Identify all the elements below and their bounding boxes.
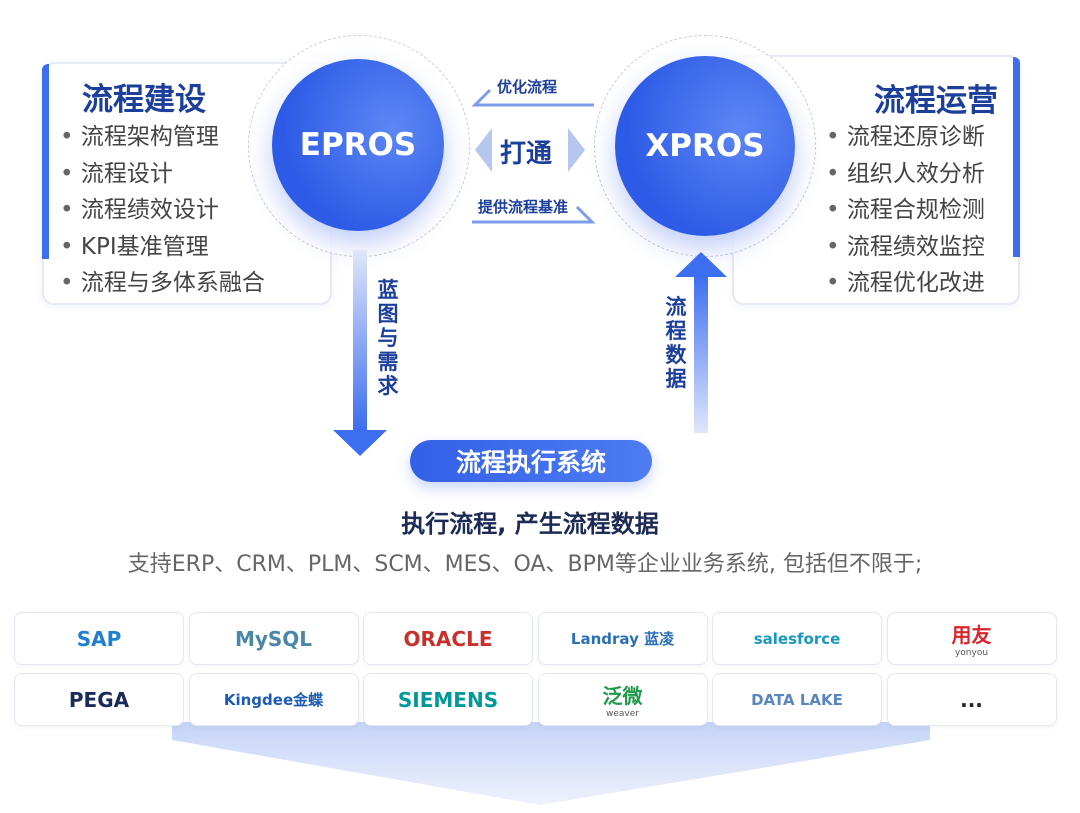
- logo-tile: SIEMENS: [363, 673, 533, 726]
- logo-text: SAP: [76, 626, 122, 651]
- logo-text: 用友: [951, 623, 992, 647]
- optimize-arrow: [471, 88, 594, 107]
- list-item: 流程绩效设计: [60, 192, 265, 229]
- baseline-arrow: [472, 205, 596, 224]
- logo-text: PEGA: [68, 687, 130, 712]
- list-item: 流程绩效监控: [826, 229, 985, 266]
- list-item: 流程还原诊断: [826, 119, 985, 156]
- logo-text: salesforce: [753, 629, 841, 648]
- process-data-label: 流程数据: [665, 295, 687, 391]
- up-arrow-shaft: [694, 275, 708, 433]
- execution-system-badge: 流程执行系统: [410, 440, 652, 482]
- list-item: 流程架构管理: [60, 119, 265, 156]
- accent-bar: [1013, 57, 1020, 257]
- accent-bar: [42, 64, 49, 259]
- execution-description: 支持ERP、CRM、PLM、SCM、MES、OA、BPM等企业业务系统, 包括但…: [127, 552, 923, 577]
- logo-subtext: weaver: [606, 709, 639, 719]
- right-triangle-icon: [568, 128, 585, 172]
- operation-list: 流程还原诊断 组织人效分析 流程合规检测 流程绩效监控 流程优化改进: [826, 119, 985, 302]
- logo-text: Landray 蓝凌: [570, 630, 675, 648]
- list-item: 流程设计: [60, 156, 265, 193]
- card-title: 流程建设: [82, 82, 206, 118]
- construction-list: 流程架构管理 流程设计 流程绩效设计 KPI基准管理 流程与多体系融合: [60, 119, 265, 302]
- connect-label: 打通: [500, 139, 553, 169]
- epros-circle: EPROS: [272, 59, 444, 231]
- list-item: 组织人效分析: [826, 156, 985, 193]
- logo-tile: Landray 蓝凌: [537, 612, 708, 665]
- list-item: 流程优化改进: [826, 265, 985, 302]
- logo-text: ...: [960, 687, 983, 712]
- logo-tile: ORACLE: [363, 612, 533, 665]
- logo-tile: DATA LAKE: [712, 673, 882, 726]
- optimize-process-label: 优化流程: [497, 78, 558, 96]
- logo-text: MySQL: [234, 626, 313, 651]
- logo-text: Kingdee金蝶: [223, 691, 324, 709]
- logo-text: SIEMENS: [397, 687, 499, 712]
- down-arrow-head: [333, 430, 387, 456]
- logo-tile: SAP: [14, 612, 184, 665]
- execution-heading: 执行流程, 产生流程数据: [401, 510, 659, 538]
- logo-tile: MySQL: [188, 612, 359, 665]
- list-item: 流程合规检测: [826, 192, 985, 229]
- logo-tile: Kingdee金蝶: [188, 673, 359, 726]
- logo-tile: PEGA: [14, 673, 184, 726]
- logo-subtext: yonyou: [954, 648, 989, 658]
- platform: [172, 722, 930, 805]
- logo-tile: salesforce: [712, 612, 882, 665]
- down-arrow-shaft: [353, 250, 367, 430]
- xpros-circle: XPROS: [615, 56, 795, 236]
- logo-text: DATA LAKE: [751, 690, 843, 709]
- logo-text: 泛微: [602, 684, 643, 708]
- logo-tile: ...: [886, 673, 1057, 726]
- blueprint-label: 蓝图与需求: [377, 278, 399, 398]
- provide-baseline-label: 提供流程基准: [478, 198, 569, 216]
- up-arrow-head: [675, 252, 727, 277]
- left-triangle-icon: [475, 128, 492, 172]
- logo-text: ORACLE: [403, 626, 493, 651]
- list-item: KPI基准管理: [60, 229, 265, 266]
- list-item: 流程与多体系融合: [60, 265, 265, 302]
- card-title: 流程运营: [874, 83, 998, 119]
